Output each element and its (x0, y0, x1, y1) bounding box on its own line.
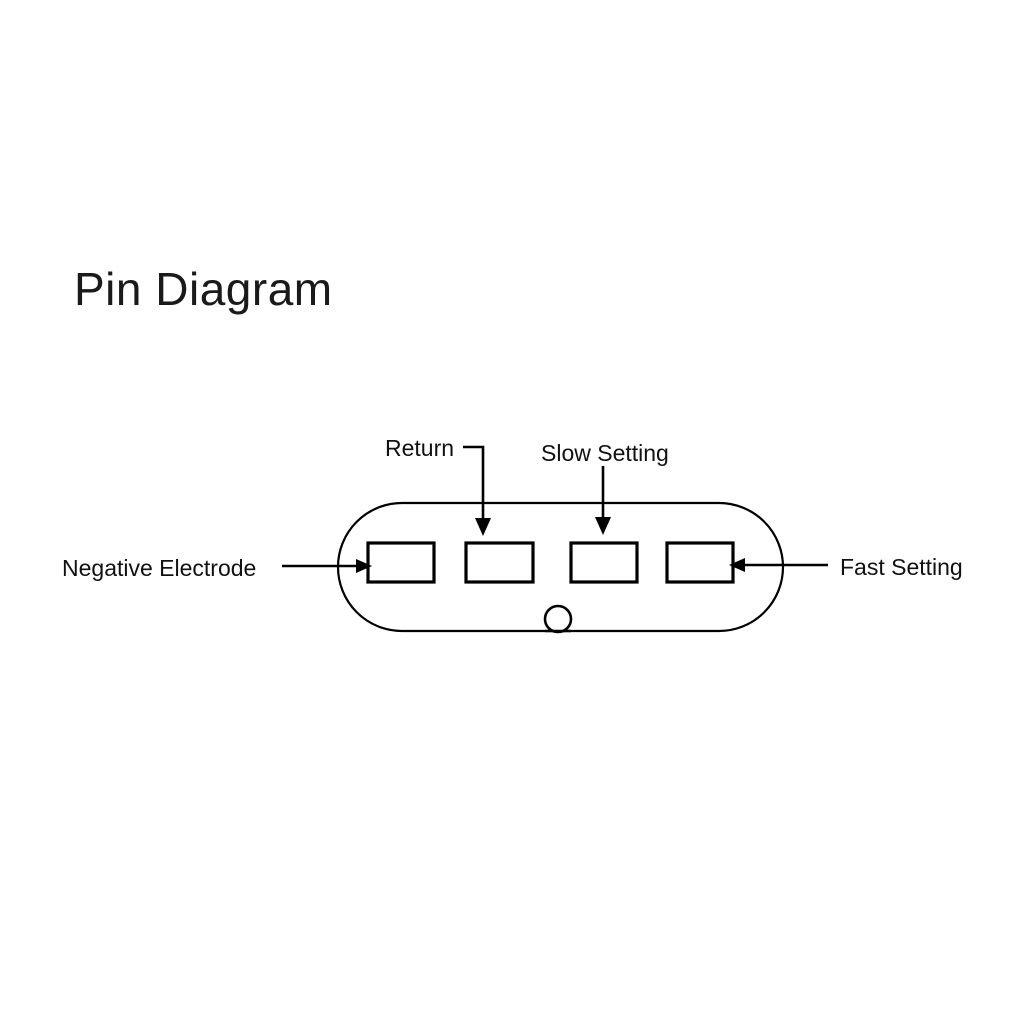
pin-4[interactable] (665, 541, 735, 584)
pin-3[interactable] (569, 541, 639, 584)
page-title: Pin Diagram (74, 263, 333, 315)
pin-1[interactable] (366, 541, 436, 584)
arrowhead-fast-setting (729, 558, 745, 572)
arrowhead-negative-electrode (356, 559, 372, 573)
circle-feature (543, 604, 573, 634)
label-return: Return (385, 435, 454, 461)
leader-return (463, 445, 485, 524)
label-fast-setting: Fast Setting (840, 554, 963, 580)
label-slow-setting: Slow Setting (541, 440, 669, 466)
arrowhead-slow-setting (595, 517, 611, 535)
arrowhead-return (475, 518, 491, 536)
label-negative-electrode: Negative Electrode (62, 555, 256, 581)
pin-2[interactable] (464, 541, 535, 584)
